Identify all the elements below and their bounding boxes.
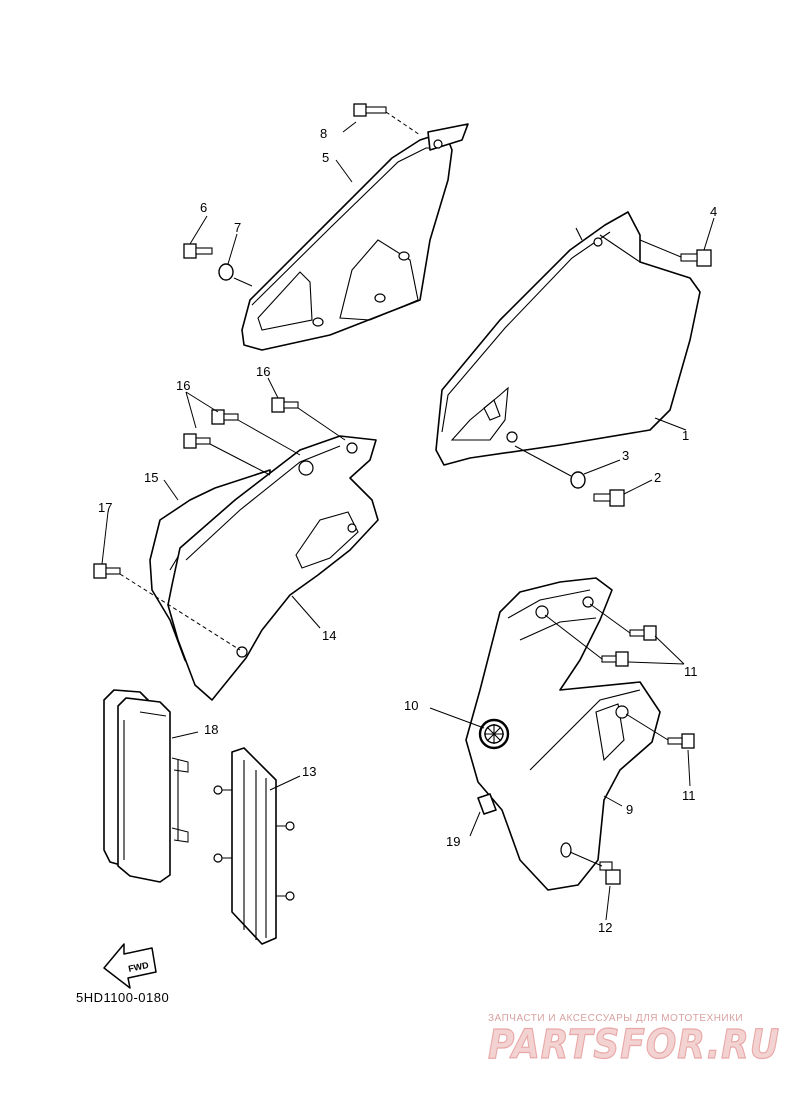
bolt-4 [639,239,712,267]
bolt-11c [625,713,695,749]
washer-7 [218,263,253,287]
callout-15: 15 [144,470,158,485]
watermark: ЗАПЧАСТИ И АКСЕССУАРЫ ДЛЯ МОТОТЕХНИКИ PA… [487,1013,780,1069]
side-cover-right [435,211,701,466]
callout-5: 5 [322,150,329,165]
bolt-16a [211,409,301,456]
bolt-8 [353,103,421,136]
callout-11b: 11 [682,788,696,803]
radiator-louver-13 [213,747,295,945]
bolt-6 [183,243,213,259]
callout-11a: 11 [684,664,698,679]
callout-8: 8 [320,126,327,141]
bolt-16c [271,397,346,441]
callout-17: 17 [98,500,112,515]
callout-14: 14 [322,628,336,643]
bolt-11b [544,614,629,667]
watermark-brand: PARTSFOR.RU [488,1022,780,1068]
callout-3: 3 [622,448,629,463]
callout-12: 12 [598,920,612,935]
fwd-label: FWD [127,960,150,974]
callout-7: 7 [234,220,241,235]
callout-13: 13 [302,764,316,779]
shroud-right [465,577,661,891]
tuning-fork-emblem [478,718,510,750]
callout-1: 1 [682,428,689,443]
bolt-12 [569,851,621,885]
side-cover-left-upper [241,123,469,351]
callout-2: 2 [654,470,661,485]
callout-10: 10 [404,698,418,713]
fwd-arrow-icon: FWD [103,943,157,989]
callout-6: 6 [200,200,207,215]
radiator-guard-18 [103,689,189,883]
bolt-16b [183,433,271,476]
bolt-11a [589,603,657,641]
callout-16a: 16 [176,378,190,393]
callout-19: 19 [446,834,460,849]
shroud-left [167,435,379,701]
bolt-17 [93,563,241,651]
bolt-2 [593,489,625,507]
callout-labels: 1 2 3 4 5 6 7 8 9 10 11 11 12 13 14 15 1… [98,126,717,935]
callout-18: 18 [204,722,218,737]
leader-lines [101,121,715,921]
diagram-code: 5HD1100-0180 [76,990,169,1005]
callout-4: 4 [710,204,717,219]
callout-16b: 16 [256,364,270,379]
washer-3 [514,445,586,489]
watermark-tagline: ЗАПЧАСТИ И АКСЕССУАРЫ ДЛЯ МОТОТЕХНИКИ [488,1013,743,1024]
callout-9: 9 [626,802,633,817]
clip [477,793,497,815]
